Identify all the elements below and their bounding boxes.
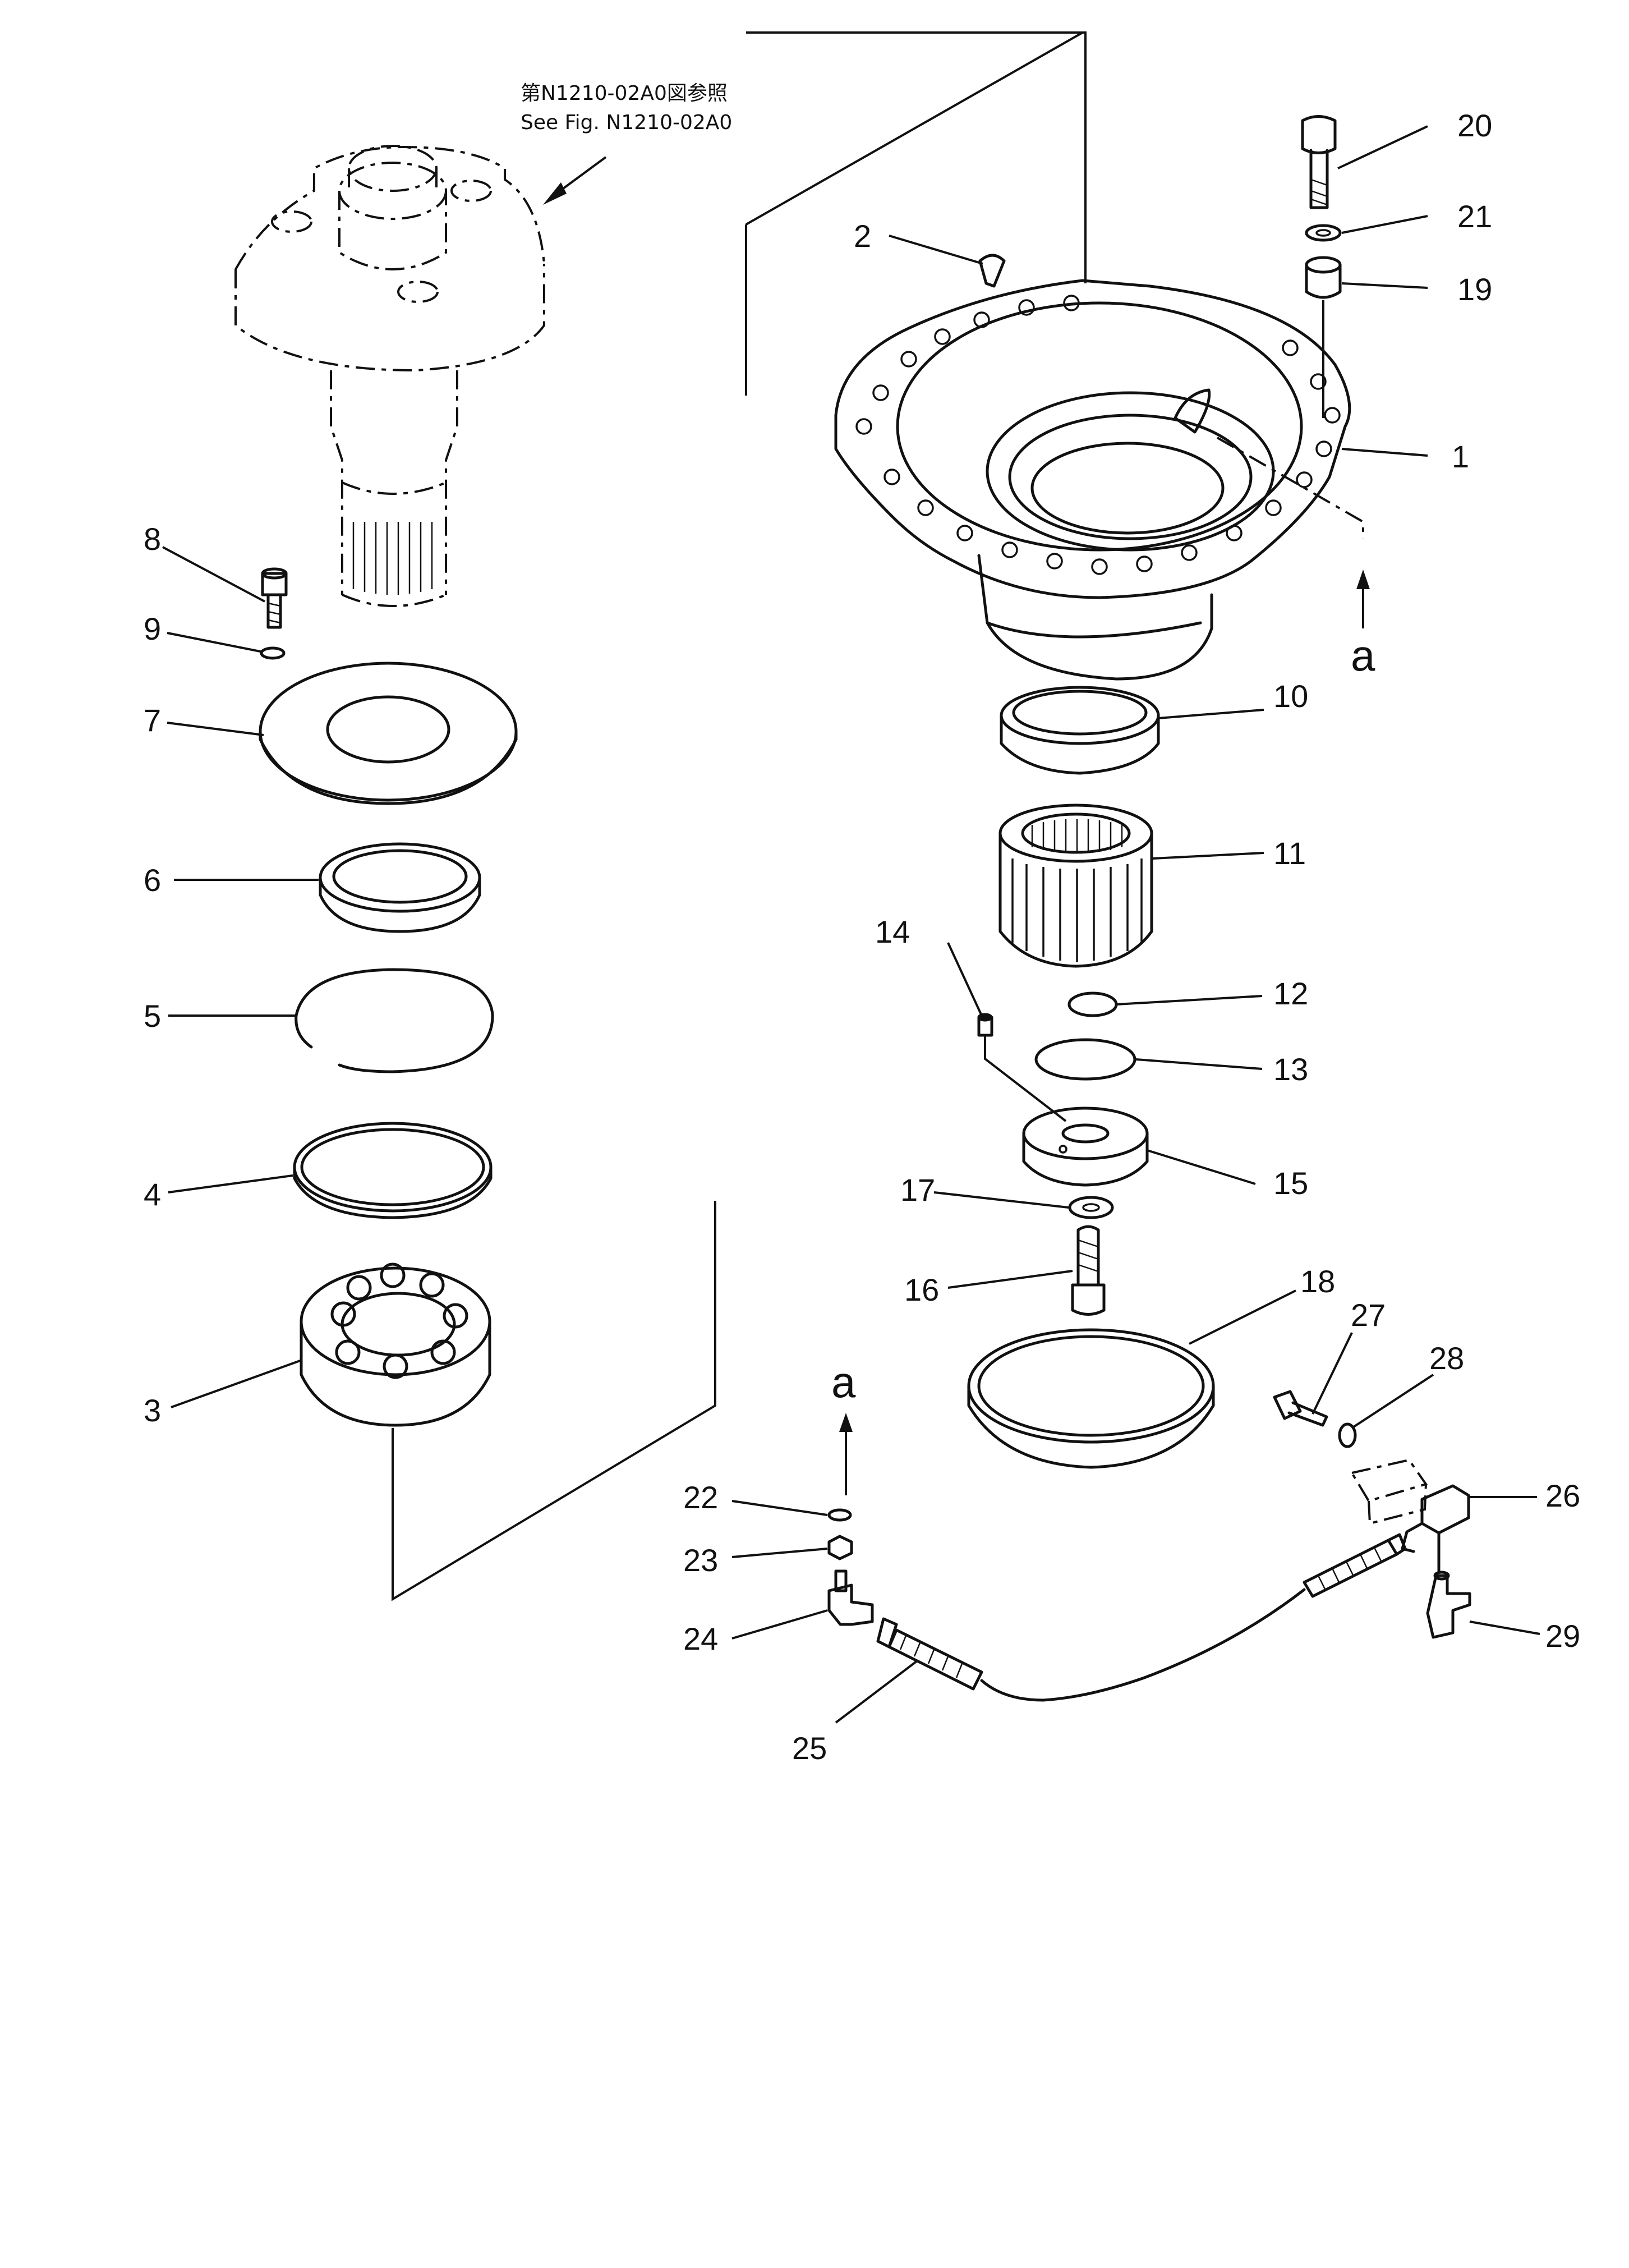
reference-note: 第N1210-02A0図参照 See Fig. N1210-02A0 [521, 82, 732, 205]
callout-16: 16 [904, 1272, 939, 1307]
callout-18: 18 [1300, 1264, 1335, 1299]
part-20-bolt [1301, 115, 1337, 209]
part-27-bolt [1273, 1390, 1328, 1427]
view-marker-upper-label: a [1351, 631, 1375, 680]
part-25-hose [876, 1533, 1407, 1702]
callout-17: 17 [900, 1172, 935, 1208]
view-marker-lower: a [831, 1357, 856, 1495]
callout-2: 2 [854, 218, 871, 254]
callout-21: 21 [1457, 199, 1492, 234]
callout-22: 22 [683, 1480, 718, 1515]
callout-6: 6 [144, 862, 161, 898]
part-6-bearing-race [319, 842, 481, 933]
callout-5: 5 [144, 998, 161, 1034]
callout-29: 29 [1545, 1618, 1580, 1654]
part-3-ball-bearing [300, 1262, 491, 1427]
callout-10: 10 [1273, 678, 1308, 714]
reference-note-en: See Fig. N1210-02A0 [521, 111, 732, 134]
part-28-washer [1338, 1422, 1357, 1448]
part-17-washer [1068, 1196, 1114, 1219]
callout-7: 7 [144, 703, 161, 738]
callout-23: 23 [683, 1542, 718, 1578]
callout-12: 12 [1273, 976, 1308, 1011]
part-7-plate [259, 662, 518, 805]
part-9-washer [260, 646, 286, 660]
part-8-bolt [261, 567, 288, 629]
callout-15: 15 [1273, 1165, 1308, 1201]
part-1-housing [834, 279, 1364, 681]
callout-leaders [162, 125, 1540, 1724]
part-4-seal-ring [293, 1122, 493, 1219]
part-24-elbow-fitting [827, 1569, 874, 1626]
part-23-nut [827, 1535, 853, 1560]
part-12-o-ring [1067, 991, 1118, 1017]
callout-3: 3 [144, 1393, 161, 1428]
reference-note-arrowhead [543, 182, 567, 205]
part-26-fitting [1401, 1484, 1470, 1573]
part-29-valve [1426, 1571, 1471, 1639]
view-marker-lower-label: a [831, 1357, 856, 1407]
mounting-bracket-dashed [1350, 1458, 1428, 1525]
callout-26: 26 [1545, 1478, 1580, 1513]
part-19-collar [1305, 256, 1342, 299]
callout-9: 9 [144, 611, 161, 646]
callout-11: 11 [1273, 835, 1306, 871]
part-16-bolt [1071, 1225, 1106, 1316]
callout-25: 25 [792, 1730, 827, 1766]
assembly-bracket-lines [392, 31, 1087, 1601]
part-5-snap-ring [294, 968, 494, 1073]
part-18-seal-ring [967, 1328, 1215, 1469]
callout-numbers: 20 21 19 1 2 8 9 7 6 5 4 3 10 11 14 12 1… [144, 108, 1580, 1766]
callout-19: 19 [1457, 272, 1492, 307]
callout-20: 20 [1457, 108, 1492, 143]
part-13-o-ring [1034, 1038, 1136, 1081]
callout-4: 4 [144, 1177, 161, 1212]
part-22-o-ring [827, 1508, 852, 1522]
callout-13: 13 [1273, 1052, 1308, 1087]
reference-note-jp: 第N1210-02A0図参照 [521, 82, 728, 105]
part-15-thrust-plate [1022, 1107, 1149, 1187]
callout-1: 1 [1452, 439, 1469, 474]
part-11-gear [998, 804, 1153, 968]
part-10-bearing-race [1000, 686, 1160, 775]
part-2-plug [978, 254, 1006, 288]
part-21-washer [1305, 224, 1342, 242]
part-14-pin [977, 1013, 993, 1037]
callout-14: 14 [875, 914, 910, 949]
view-marker-upper: a [1351, 570, 1375, 680]
callout-27: 27 [1351, 1297, 1386, 1333]
callout-8: 8 [144, 521, 161, 557]
callout-24: 24 [683, 1621, 718, 1656]
referenced-shaft-assembly [234, 145, 545, 607]
callout-28: 28 [1429, 1340, 1464, 1376]
part-14-assembly-line [984, 1035, 1067, 1122]
